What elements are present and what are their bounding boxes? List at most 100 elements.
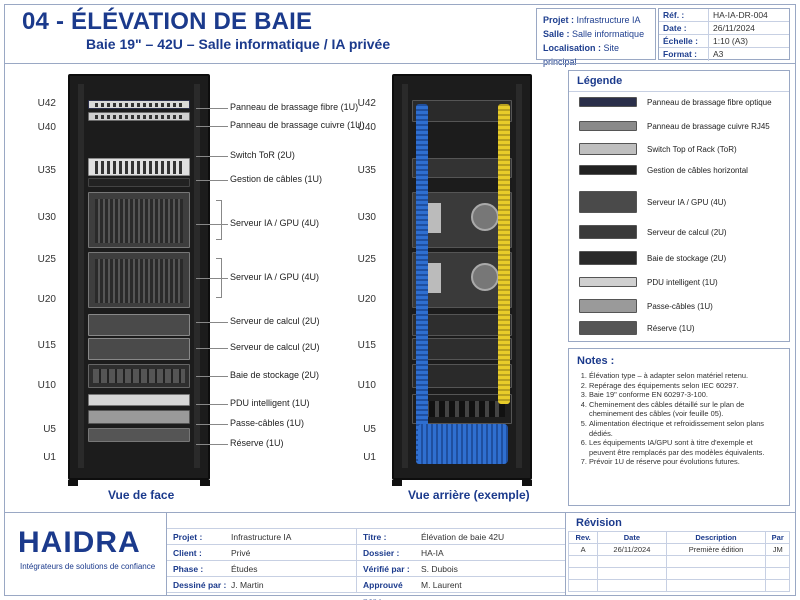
revision-empty-row: [567, 567, 790, 580]
callout-leader-line: [196, 424, 228, 425]
callout-leader-line: [196, 322, 228, 323]
title-block-cell: Projet :: [173, 532, 203, 542]
legend-item: Gestion de câbles horizontal: [579, 165, 748, 175]
front-callout-label: Serveur de calcul (2U): [230, 342, 320, 352]
blue-cable-loop: [418, 424, 508, 464]
legend-title: Légende: [569, 71, 789, 92]
revision-empty-cell: [567, 555, 599, 568]
callout-leader-line: [196, 126, 228, 127]
pdu-outlets: [419, 401, 505, 417]
front-callout-label: Passe-câbles (1U): [230, 418, 305, 428]
revision-cell: 26/11/2024: [597, 543, 667, 556]
notes-title: Notes :: [577, 355, 615, 367]
revision-cell: JM: [765, 543, 790, 556]
revision-empty-cell: [665, 555, 767, 568]
revision-cell: Première édition: [665, 543, 767, 556]
legend-swatch: [579, 97, 637, 107]
port-row: [95, 115, 183, 119]
legend-item: Panneau de brassage fibre optique: [579, 97, 772, 107]
notes-panel: Notes : Élévation type – à adapter selon…: [568, 348, 790, 506]
copper-patch-panel: [88, 112, 190, 121]
revision-empty-cell: [765, 579, 790, 592]
title-block-cell: J. Martin: [227, 577, 357, 592]
fan-circle: [471, 263, 499, 291]
front-callout-label: Réserve (1U): [230, 438, 284, 448]
front-rack-foot-right: [200, 480, 210, 486]
callout-leader-line: [196, 376, 228, 377]
note-item: Prévoir 1U de réserve pour évolutions fu…: [589, 457, 781, 467]
title-block-cell: Phase :: [173, 564, 204, 574]
legend-item-label: Serveur IA / GPU (4U): [647, 197, 727, 207]
legend-item-label: Gestion de câbles horizontal: [647, 165, 748, 175]
rear-storage-array: [412, 364, 512, 388]
gpu-bracket: [216, 200, 222, 240]
page-title: 04 - ÉLÉVATION DE BAIE: [22, 8, 313, 35]
revision-cell: A: [567, 543, 599, 556]
title-block-cell: M. Laurent: [421, 580, 462, 590]
title-block-cell: Privé: [227, 545, 357, 560]
title-block-cell: Élévation de baie 42U: [421, 532, 505, 542]
rear-compute-server: [412, 338, 512, 360]
reserved-slot: [88, 428, 190, 442]
legend-item: Serveur de calcul (2U): [579, 225, 727, 239]
company-logo: HAIDRA: [18, 526, 141, 559]
legend-item: Switch Top of Rack (ToR): [579, 143, 737, 155]
gpu-server: [88, 192, 190, 248]
legend-item-label: Panneau de brassage fibre optique: [647, 97, 772, 107]
legend-item: Passe-câbles (1U): [579, 299, 713, 313]
revision-empty-cell: [597, 579, 667, 592]
front-rack: [68, 74, 210, 480]
note-item: Élévation type – à adapter selon matérie…: [589, 371, 781, 381]
front-callout-label: Serveur de calcul (2U): [230, 316, 320, 326]
u-label: U1: [43, 452, 56, 463]
u-label: U40: [357, 122, 376, 133]
front-callout-label: PDU intelligent (1U): [230, 398, 310, 408]
u-label: U25: [357, 254, 376, 265]
company-tagline: Intégrateurs de solutions de confiance: [20, 562, 156, 571]
callout-leader-line: [196, 108, 228, 109]
u-label: U42: [37, 98, 56, 109]
legend-item-label: Réserve (1U): [647, 323, 695, 333]
title-block-cell: S. Dubois: [421, 564, 458, 574]
gpu-bracket: [216, 258, 222, 298]
callout-leader-line: [196, 156, 228, 157]
note-item: Repérage des équipements selon IEC 60297…: [589, 381, 781, 391]
legend-swatch: [579, 121, 637, 131]
title-block-cell: Vérifié par :: [363, 564, 410, 574]
u-label: U5: [363, 424, 376, 435]
revision-empty-cell: [567, 579, 599, 592]
front-rack-foot-left: [68, 480, 78, 486]
rear-rack: [392, 74, 532, 480]
port-row: [95, 161, 183, 174]
legend-item: Réserve (1U): [579, 321, 695, 335]
note-item: Cheminement des câbles détaillé sur le p…: [589, 400, 781, 419]
u-label: U15: [357, 340, 376, 351]
u-label: U20: [37, 294, 56, 305]
revision-empty-row: [567, 579, 790, 592]
title-block-cell: Titre :: [363, 532, 387, 542]
compute-server: [88, 338, 190, 360]
revision-empty-cell: [597, 567, 667, 580]
callout-leader-line: [196, 404, 228, 405]
legend-swatch: [579, 165, 637, 175]
front-view-caption: Vue de face: [108, 488, 175, 502]
u-label: U30: [357, 212, 376, 223]
gpu-server-vent: [95, 199, 183, 243]
legend-item-label: Serveur de calcul (2U): [647, 227, 727, 237]
front-callout-label: Panneau de brassage cuivre (1U): [230, 120, 365, 130]
revision-empty-cell: [665, 567, 767, 580]
front-callout-label: Serveur IA / GPU (4U): [230, 218, 320, 228]
u-label: U10: [357, 380, 376, 391]
u-label: U30: [37, 212, 56, 223]
revision-empty-cell: [665, 579, 767, 592]
callout-leader-line: [196, 444, 228, 445]
title-block-cell: Dossier :: [363, 548, 400, 558]
title-block-cell: Dessiné par :: [173, 580, 227, 590]
u-label: U20: [357, 294, 376, 305]
drawing-frame: [4, 4, 796, 596]
header-divider: [4, 63, 796, 64]
revision-empty-cell: [765, 567, 790, 580]
u-label: U35: [37, 165, 56, 176]
